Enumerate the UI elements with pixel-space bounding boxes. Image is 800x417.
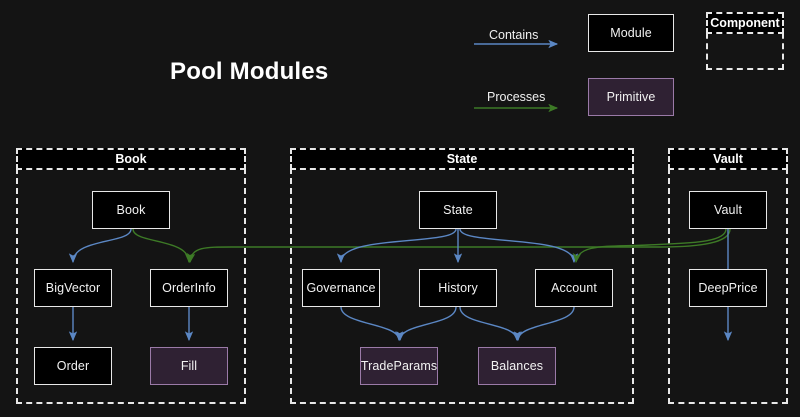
cluster-vault-label: Vault	[713, 152, 743, 166]
legend-module-box: Module	[588, 14, 674, 52]
legend-primitive-label: Primitive	[606, 90, 656, 104]
cluster-state-header: State	[290, 148, 634, 170]
cluster-book-label: Book	[115, 152, 147, 166]
legend-component-header: Component	[706, 12, 784, 34]
node-state[interactable]: State	[419, 191, 497, 229]
node-tradeparams-label: TradeParams	[360, 359, 438, 373]
node-vault-label: Vault	[713, 203, 743, 217]
node-governance-label: Governance	[306, 281, 376, 295]
node-history[interactable]: History	[419, 269, 497, 307]
node-account-label: Account	[551, 281, 597, 295]
node-orderinfo-label: OrderInfo	[162, 281, 216, 295]
node-bigvector-label: BigVector	[45, 281, 101, 295]
node-account[interactable]: Account	[535, 269, 613, 307]
legend-processes-label: Processes	[487, 90, 546, 104]
cluster-book-header: Book	[16, 148, 246, 170]
legend-component-label: Component	[710, 16, 780, 30]
node-orderinfo[interactable]: OrderInfo	[150, 269, 228, 307]
legend-contains-label: Contains	[489, 28, 539, 42]
cluster-state-label: State	[446, 152, 478, 166]
node-deepprice[interactable]: DeepPrice	[689, 269, 767, 307]
node-state-label: State	[443, 203, 473, 217]
node-fill[interactable]: Fill	[150, 347, 228, 385]
page-title: Pool Modules	[170, 58, 329, 85]
legend-module-label: Module	[610, 26, 652, 40]
node-tradeparams[interactable]: TradeParams	[360, 347, 438, 385]
node-fill-label: Fill	[180, 359, 198, 373]
node-order-label: Order	[56, 359, 90, 373]
node-book-label: Book	[116, 203, 146, 217]
legend-primitive-box: Primitive	[588, 78, 674, 116]
node-governance[interactable]: Governance	[302, 269, 380, 307]
node-balances[interactable]: Balances	[478, 347, 556, 385]
node-bigvector[interactable]: BigVector	[34, 269, 112, 307]
node-deepprice-label: DeepPrice	[698, 281, 758, 295]
node-order[interactable]: Order	[34, 347, 112, 385]
node-balances-label: Balances	[490, 359, 544, 373]
cluster-vault-header: Vault	[668, 148, 788, 170]
node-history-label: History	[438, 281, 478, 295]
node-vault[interactable]: Vault	[689, 191, 767, 229]
node-book[interactable]: Book	[92, 191, 170, 229]
